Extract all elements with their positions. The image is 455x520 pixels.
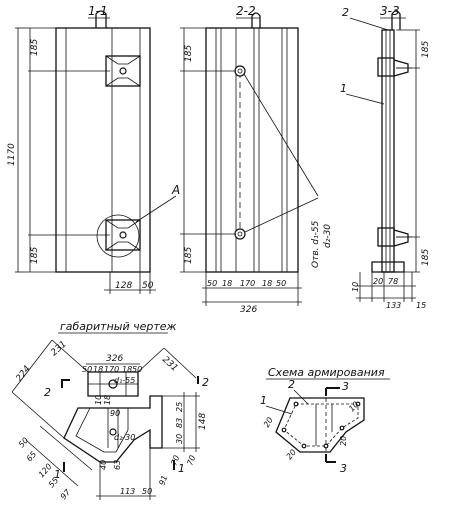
gabarit-dim-231a: 231 <box>49 339 68 358</box>
dim-3-top: 185 <box>421 41 431 58</box>
dim-3-bottom: 185 <box>421 249 431 266</box>
gabarit-drawing: габаритный чертеж 231 224 326 231 50 18 … <box>11 320 209 501</box>
dim-1-w1: 128 <box>115 281 132 291</box>
dim-1-top: 185 <box>30 39 40 56</box>
schema-leader-2: 2 <box>288 378 295 391</box>
gabarit-dim-50b: 50 <box>132 365 142 374</box>
section-mark-1-left: 1 <box>54 468 61 481</box>
schema-mark-3-bottom: 3 <box>340 462 347 475</box>
dim-2-b2: 18 <box>222 279 232 288</box>
gabarit-dim-18a: 18 <box>93 365 103 374</box>
dim-2-b3: 170 <box>240 279 255 288</box>
section-mark-2-left: 2 <box>44 386 51 399</box>
gabarit-dim-50c: 50 <box>142 487 152 496</box>
holes-note-d2: d₂-30 <box>323 224 333 248</box>
schema-leader-1: 1 <box>260 394 267 407</box>
schema-mark-3-top: 3 <box>342 380 349 393</box>
gabarit-dim-50a: 50 <box>82 365 92 374</box>
reinforcement-scheme: Схема армирования 3 3 1 2 20 20 20 10 <box>260 366 390 475</box>
dim-2-top: 185 <box>184 45 194 62</box>
callout-a: A <box>171 183 180 197</box>
gabarit-dim-40: 40 <box>99 460 108 470</box>
gabarit-dim-50d: 50 <box>17 436 31 450</box>
gabarit-dim-148: 148 <box>198 413 208 430</box>
gabarit-dim-70b: 70 <box>185 454 197 467</box>
section-1-1-title: 1-1 <box>88 4 108 18</box>
dim-1-w2: 50 <box>142 281 154 291</box>
dim-2-b5: 50 <box>276 279 286 288</box>
schema-dim-20b: 20 <box>285 448 298 462</box>
gabarit-dim-83: 83 <box>175 418 184 428</box>
gabarit-dim-18b: 18 <box>122 365 132 374</box>
dim-2-overall: 326 <box>240 305 257 315</box>
leader-2-label: 2 <box>342 6 349 19</box>
section-mark-1-right: 1 <box>178 462 185 475</box>
section-mark-2-right: 2 <box>202 376 209 389</box>
gabarit-dim-113: 113 <box>120 487 135 496</box>
gabarit-title: габаритный чертеж <box>60 320 177 333</box>
gabarit-dim-d2: d₂-30 <box>114 433 135 442</box>
section-2-2-view: 2-2 Отв. d₁-55 d₂-30 185 185 5 <box>180 4 333 315</box>
section-2-2-title: 2-2 <box>236 4 256 18</box>
gabarit-dim-224: 224 <box>14 364 33 384</box>
schema-dim-20a: 20 <box>262 416 275 429</box>
dim-3-b3: 78 <box>388 277 398 286</box>
detail-a-circle <box>96 214 140 258</box>
gabarit-dim-326: 326 <box>106 354 123 364</box>
section-3-3-title: 3-3 <box>380 4 400 18</box>
dim-3-b1: 10 <box>351 282 360 292</box>
gabarit-dim-231b: 231 <box>160 355 179 374</box>
gabarit-dim-63: 63 <box>113 460 122 470</box>
gabarit-dim-70a: 70 <box>169 454 181 467</box>
schema-title: Схема армирования <box>268 366 385 379</box>
gabarit-dim-65: 65 <box>25 450 39 464</box>
leader-1-label: 1 <box>340 82 347 95</box>
section-3-3-view: 3-3 2 1 185 185 10 20 <box>340 4 431 310</box>
gabarit-dim-120: 120 <box>37 462 54 479</box>
gabarit-dim-d1: d₁-55 <box>114 376 135 385</box>
gabarit-dim-97: 97 <box>59 487 73 501</box>
gabarit-dim-25: 25 <box>175 402 184 412</box>
gabarit-dim-30: 30 <box>175 434 184 444</box>
dim-1-overall: 1170 <box>7 143 17 166</box>
dim-2-b4: 18 <box>262 279 272 288</box>
schema-dim-20c: 20 <box>339 436 348 446</box>
dim-1-bottom: 185 <box>30 247 40 264</box>
gabarit-dim-10: 10 <box>94 395 103 405</box>
holes-note-d1: Отв. d₁-55 <box>311 220 321 268</box>
dim-2-bottom: 185 <box>184 247 194 264</box>
gabarit-dim-91: 91 <box>157 474 169 487</box>
section-1-1-view: 1-1 A 185 1170 185 1 <box>7 4 180 294</box>
gabarit-dim-90: 90 <box>110 409 120 418</box>
dim-3-b4: 15 <box>416 301 426 310</box>
dim-3-b2: 20 <box>373 277 383 286</box>
gabarit-dim-170: 170 <box>104 365 119 374</box>
gabarit-dim-18c: 18 <box>103 395 112 405</box>
dim-3-overall: 133 <box>386 301 401 310</box>
dim-2-b1: 50 <box>207 279 217 288</box>
